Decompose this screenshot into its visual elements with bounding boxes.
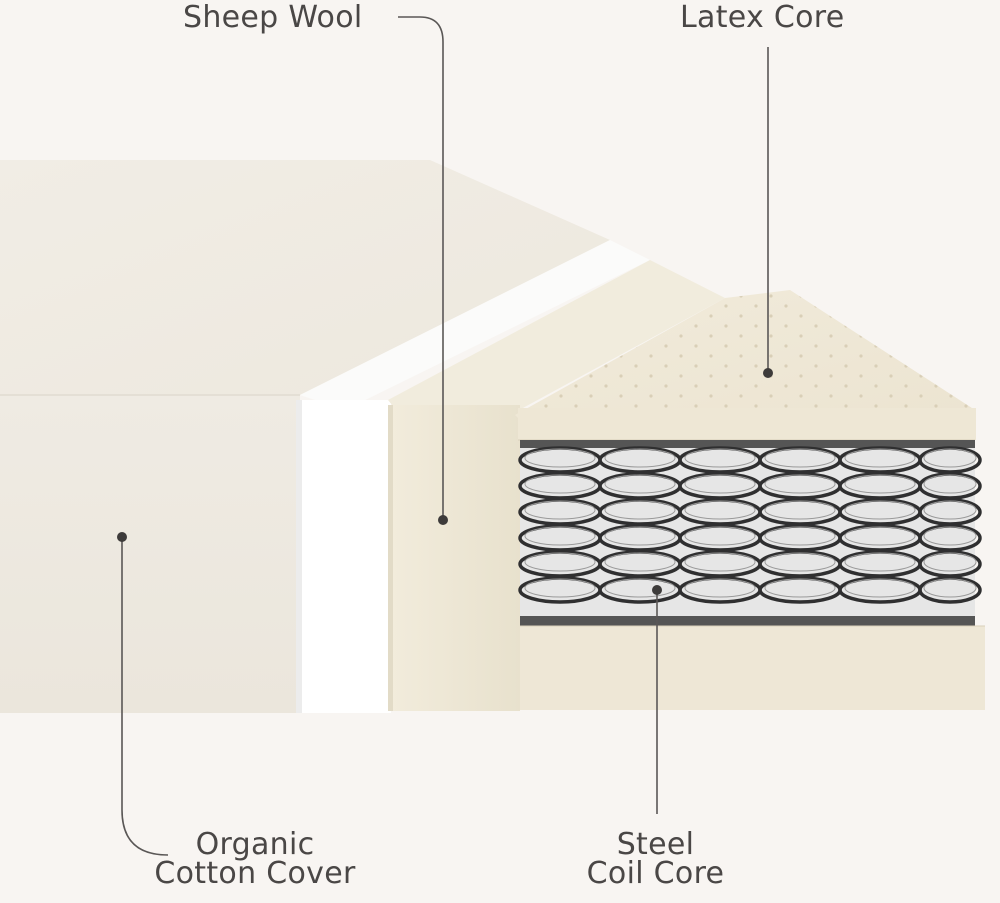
coil-spring-highlight (764, 500, 836, 520)
coil-spring-highlight (764, 552, 836, 572)
coil-spring-highlight (604, 474, 676, 494)
wool-layer-front (388, 405, 520, 711)
coil-spring-highlight (764, 526, 836, 546)
coil-spring-loop (918, 550, 982, 578)
coil-spring-highlight (524, 578, 596, 598)
label-sheep-wool: Sheep Wool (183, 3, 363, 33)
cotton-layer-top (300, 240, 650, 410)
coil-spring-highlight (923, 526, 977, 546)
coil-spring-highlight (524, 474, 596, 494)
coil-spring-highlight (684, 474, 756, 494)
coil-spring-highlight (923, 552, 977, 572)
label-steel-coil-core: Steel Coil Core (578, 827, 733, 891)
coil-spring-loop (918, 446, 982, 474)
coil-spring-highlight (604, 500, 676, 520)
label-steel-coil-core-line-2: Coil Core (586, 856, 725, 891)
coil-spring-highlight (844, 552, 916, 572)
coil-spring-loop (918, 576, 982, 604)
leader-lines (121, 16, 769, 856)
label-organic-cotton-cover-line-2: Cotton Cover (154, 856, 356, 891)
callout-dot-icon (438, 515, 448, 525)
cover-front-face (0, 395, 300, 713)
coil-spring-highlight (524, 526, 596, 546)
coil-spring-highlight (684, 578, 756, 598)
coil-spring-highlight (844, 578, 916, 598)
coil-spring-highlight (684, 448, 756, 468)
coil-spring-highlight (764, 448, 836, 468)
coil-spring-highlight (844, 500, 916, 520)
label-organic-cotton-cover-line-1: Organic (195, 827, 315, 862)
coil-spring-highlight (684, 500, 756, 520)
label-organic-cotton-cover: Organic Cotton Cover (144, 827, 366, 891)
wool-layer-top (388, 260, 725, 415)
leader-line-sheep-wool (398, 16, 444, 520)
coil-spring-highlight (604, 578, 676, 598)
cover-top-surface (0, 160, 610, 395)
coil-spring-highlight (764, 578, 836, 598)
coil-spring-highlight (524, 552, 596, 572)
coil-spring-highlight (923, 474, 977, 494)
coil-spring-highlight (604, 526, 676, 546)
callout-dot-icon (117, 532, 127, 542)
coil-spring-highlight (923, 448, 977, 468)
latex-bottom-layer (520, 626, 985, 710)
coil-spring-highlight (524, 448, 596, 468)
label-latex-core: Latex Core (680, 3, 845, 33)
coil-spring-highlight (923, 578, 977, 598)
steel-coil-core (518, 440, 982, 630)
label-steel-coil-core-line-1: Steel (616, 827, 695, 862)
coil-spring-loop (918, 472, 982, 500)
coil-spring-highlight (764, 474, 836, 494)
label-latex-core-text: Latex Core (680, 0, 845, 35)
coil-spring-highlight (844, 526, 916, 546)
callout-dot-icon (652, 585, 662, 595)
callout-dot-icon (763, 368, 773, 378)
latex-layer-front-edge (518, 408, 976, 440)
coil-spring-loop (918, 498, 982, 526)
label-sheep-wool-text: Sheep Wool (183, 0, 363, 35)
coil-spring-highlight (684, 526, 756, 546)
leader-line-cotton-cover (121, 537, 169, 856)
coil-spring-highlight (684, 552, 756, 572)
cotton-layer-front (296, 400, 391, 713)
coil-spring-highlight (844, 448, 916, 468)
coil-spring-highlight (923, 500, 977, 520)
coil-spring-highlight (524, 500, 596, 520)
coil-spring-highlight (604, 448, 676, 468)
coil-spring-highlight (844, 474, 916, 494)
coil-spring-loop (918, 524, 982, 552)
coil-spring-highlight (604, 552, 676, 572)
